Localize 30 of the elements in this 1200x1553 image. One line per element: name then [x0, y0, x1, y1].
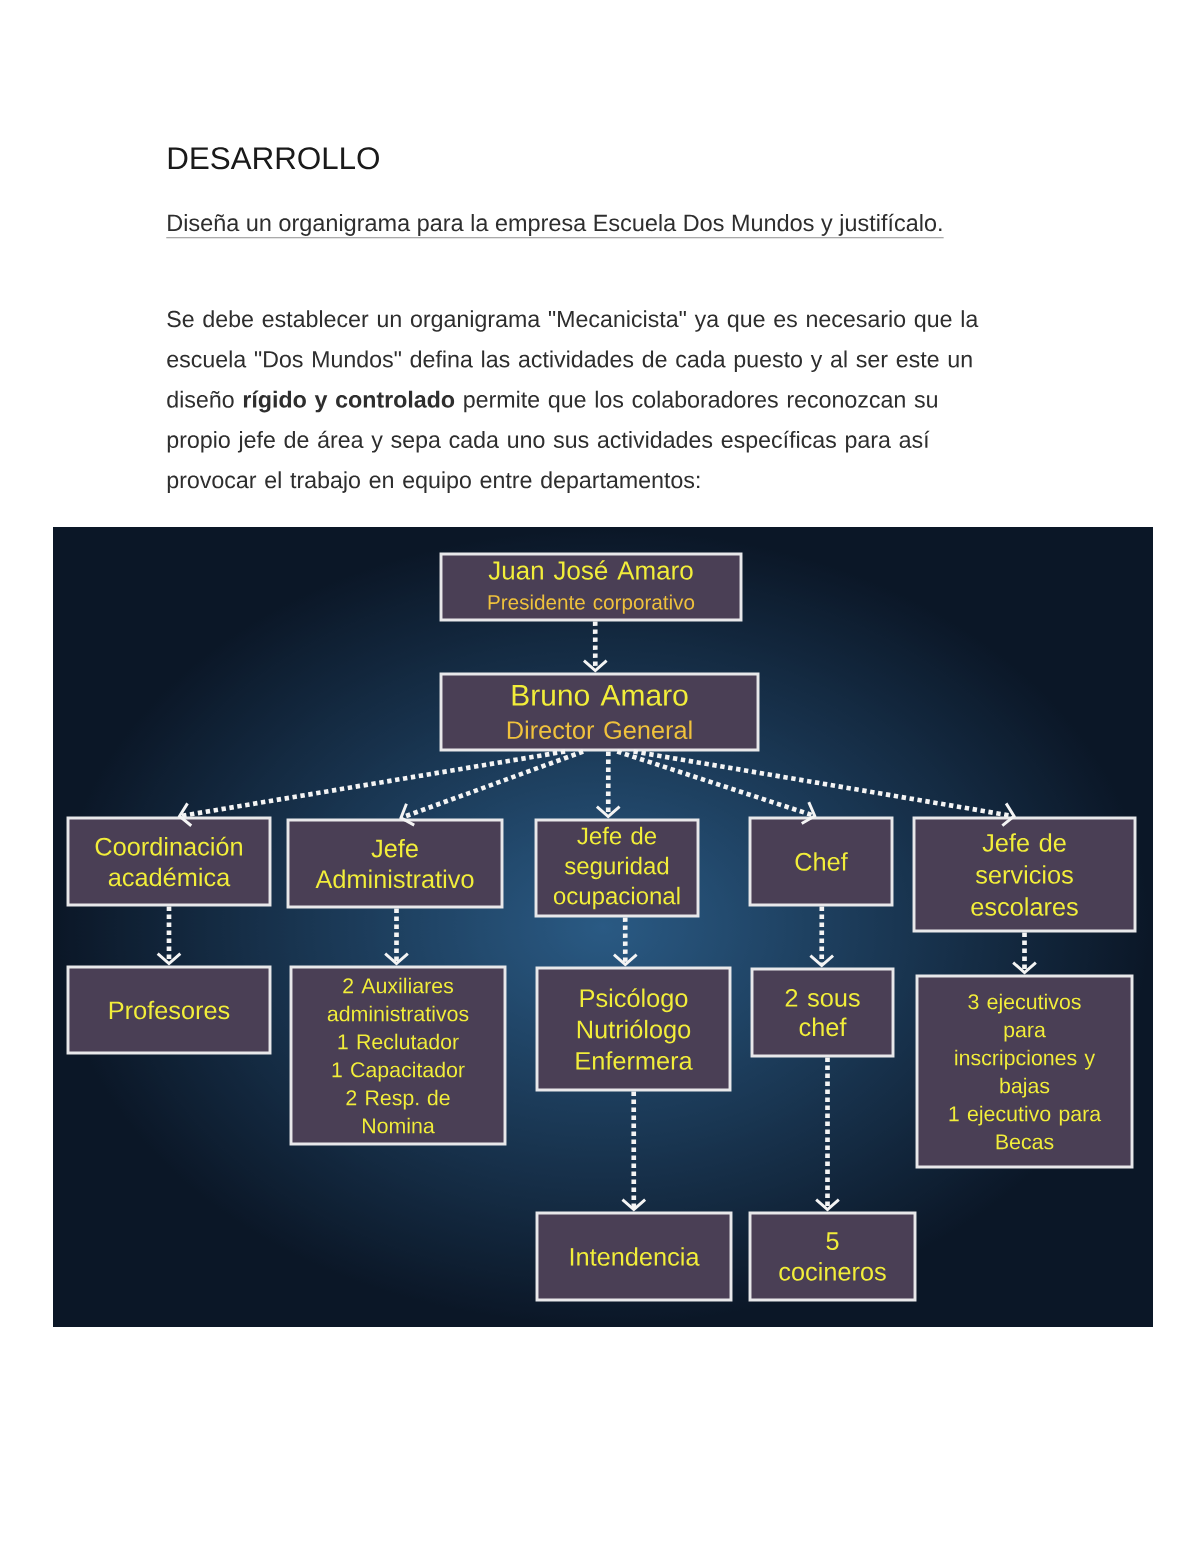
position-box: Jefe de servicios escolares	[912, 816, 1137, 933]
arrow	[399, 749, 584, 827]
arrow	[156, 906, 182, 966]
arrow	[633, 749, 1016, 827]
position-box: Jefe de seguridad ocupacional	[534, 818, 700, 918]
position-box: 2 sous chef	[750, 967, 895, 1058]
position-box: Coordinación académica	[66, 816, 272, 907]
arrow	[616, 749, 817, 825]
position-box: Psicólogo Nutriólogo Enfermera	[535, 966, 732, 1092]
arrow	[595, 751, 621, 819]
paragraph: Se debe establecer un organigrama "Mecanicista" ya que es necesario que la escuela "Dos Mundos" defina las actividades de cada puesto y al ser este un diseño rígido y controlado permite que los colaboradores reconozcan su propio jefe de área y sepa cada uno sus actividades específicas para así provocar el trabajo en equipo entre departamentos:	[167, 310, 979, 493]
arrow	[815, 1057, 840, 1212]
arrow	[621, 1091, 647, 1212]
position-box: Juan José Amaro Presidente corporativo	[439, 552, 743, 622]
position-box: Jefe Administrativo	[286, 818, 504, 909]
underlined-heading: Diseña un organigrama para la empresa Escuela Dos Mundos y justifícalo.	[166, 213, 944, 238]
position-box: Profesores	[66, 965, 272, 1055]
arrow	[177, 749, 566, 827]
position-box: 3 ejecutivos para inscripciones y bajas 1 ejecutivo para Becas	[915, 974, 1134, 1169]
arrow	[583, 621, 608, 673]
position-box: 2 Auxiliares administrativos 1 Reclutador 1 Capacitador 2 Resp. de Nomina	[289, 965, 507, 1146]
position-box: Chef	[748, 816, 894, 907]
arrow	[384, 908, 409, 966]
arrow	[809, 906, 835, 968]
position-box: Intendencia	[535, 1211, 733, 1302]
position-box: 5 cocineros	[748, 1211, 917, 1302]
position-box: Bruno Amaro Director General	[439, 672, 760, 752]
arrow	[1012, 932, 1037, 975]
heading: DESARROLLO	[168, 147, 379, 170]
arrow	[613, 917, 638, 967]
